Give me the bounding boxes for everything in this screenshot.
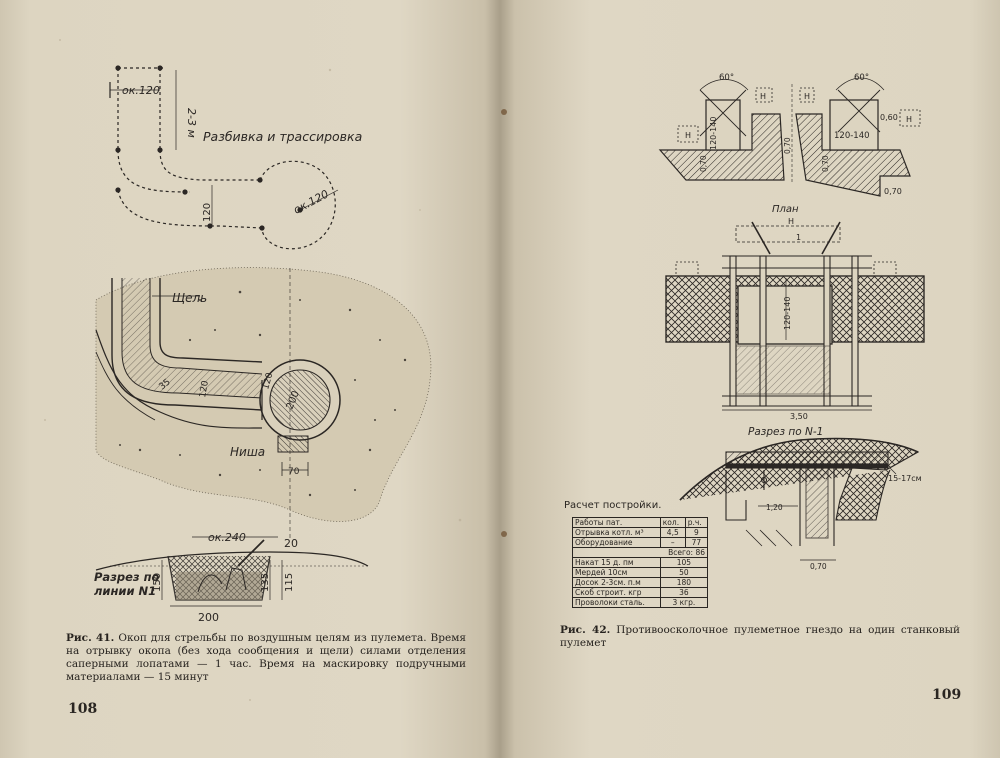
- calc-cell: Мердей 10см: [572, 567, 661, 578]
- caption-fig41: Рис. 41. Окоп для стрельбы по воздушным …: [66, 632, 466, 684]
- calc-cell: 180: [659, 577, 709, 588]
- label-slot: Щель: [172, 291, 207, 305]
- dim-150: 150: [152, 573, 163, 592]
- plan-mark-1: 1: [796, 233, 801, 242]
- calc-row: Отрывка котл. м³ 4,5 9: [572, 527, 709, 538]
- dim-round: ок.120: [291, 187, 331, 216]
- calc-cell: 77: [684, 537, 709, 548]
- dim-mid: 120: [202, 203, 213, 222]
- angle-right: 60°: [854, 73, 869, 83]
- fig-trench-plan: [95, 267, 432, 540]
- dim-left-width: 120-140: [709, 117, 718, 150]
- section-title: Разрез по N-1: [748, 426, 823, 438]
- caption-fig42-text: Противоосколочное пулеметное гнездо на о…: [560, 624, 960, 649]
- calc-cell: 105: [659, 557, 709, 568]
- calc-header-row: Работы пат. кол. р.ч.: [572, 517, 709, 528]
- dim-115: 115: [284, 573, 295, 592]
- calc-cell: Накат 15 д. пм: [572, 557, 661, 568]
- right-page: 60° 60° 120-140 120-140 0,70 0,70 0,70 0…: [500, 0, 1000, 758]
- dim-right-width: 120-140: [834, 131, 870, 141]
- ground-stipple: [119, 290, 407, 497]
- calc-row: Оборудование – 77: [572, 537, 709, 548]
- calc-total: Всего: 86: [572, 547, 708, 558]
- angle-left: 60°: [719, 73, 734, 83]
- dim-070-bottom: 0,70: [884, 187, 902, 196]
- label-niche: Ниша: [230, 445, 265, 459]
- plan-h-top: Н: [788, 217, 794, 226]
- section-dim-070: 0,70: [810, 562, 827, 571]
- fig-layout-tracing: [109, 65, 339, 250]
- section-label: Разрез по линии N1: [94, 570, 160, 598]
- construction-calc-table: Работы пат. кол. р.ч. Отрывка котл. м³ 4…: [572, 517, 709, 608]
- binding-stain-bottom: [501, 531, 507, 537]
- dim-70: 70: [288, 467, 300, 477]
- plan-dim-bottom: 3,50: [790, 412, 808, 421]
- fig-section-n1: [679, 437, 920, 561]
- page-number-right: 109: [932, 687, 962, 703]
- fig-section-n1: [95, 536, 370, 607]
- calc-cell: Досок 2-3см. п.м: [572, 577, 661, 588]
- calc-total-row: Всего: 86: [572, 547, 708, 558]
- fig1-title: Разбивка и трассировка: [203, 129, 362, 144]
- calc-material-row: Проволоки сталь. 3 кгр.: [572, 597, 709, 608]
- dim-070-right: 0,70: [821, 155, 830, 172]
- dim-120b: 120: [261, 371, 275, 390]
- caption-fig41-text: Окоп для стрельбы по воздушным целям из …: [66, 632, 466, 683]
- calc-material-row: Скоб строит. кгр 36: [572, 587, 709, 598]
- calc-cell: 3 кгр.: [659, 597, 709, 608]
- plan-dim-vertical: 120-140: [783, 297, 792, 330]
- calc-cell: 36: [659, 587, 709, 598]
- calc-cell: Скоб строит. кгр: [572, 587, 661, 598]
- calc-cell: 50: [659, 567, 709, 578]
- calc-cell: 9: [684, 527, 709, 538]
- dim-060: 0,60: [880, 113, 898, 122]
- paper-texture: [44, 39, 462, 701]
- section-dim-120: 1,20: [766, 503, 783, 512]
- calc-cell: –: [659, 537, 686, 548]
- dim-side: 2-3 м: [185, 108, 198, 138]
- calc-head-hours: р.ч.: [684, 517, 709, 528]
- fig-plan: [665, 221, 925, 411]
- caption-fig42-lead: Рис. 42.: [560, 624, 611, 636]
- dim-top: ок.120: [122, 84, 160, 97]
- h-mark-1: Н: [685, 131, 691, 140]
- h-mark-2: Н: [760, 92, 766, 101]
- left-drawings: ок.120 2-3 м Разбивка и трассировка 120 …: [44, 39, 462, 701]
- dim-200-section: 200: [198, 611, 219, 624]
- calc-head-work: Работы пат.: [572, 517, 661, 528]
- dim-070-left: 0,70: [699, 155, 708, 172]
- plan-title: План: [772, 204, 799, 215]
- left-page: ок.120 2-3 м Разбивка и трассировка 120 …: [0, 0, 500, 758]
- dim-070-mid: 0,70: [783, 137, 792, 154]
- calc-material-row: Досок 2-3см. п.м 180: [572, 577, 709, 588]
- dim-240: ок.240: [208, 531, 246, 544]
- section-dim-thickness: 15-17см: [888, 474, 922, 483]
- fig-top-profile: [658, 77, 921, 197]
- calc-cell: Отрывка котл. м³: [572, 527, 661, 538]
- calc-material-row: Мердей 10см 50: [572, 567, 709, 578]
- h-mark-3: Н: [804, 92, 810, 101]
- dim-120a: 120: [198, 380, 211, 399]
- page-number-left: 108: [68, 701, 98, 717]
- dim-20: 20: [284, 537, 298, 550]
- calc-cell: Оборудование: [572, 537, 661, 548]
- binding-stain-top: [501, 109, 507, 115]
- calc-cell: Проволоки сталь.: [572, 597, 661, 608]
- h-mark-4: Н: [906, 115, 912, 124]
- caption-fig42: Рис. 42. Противоосколочное пулеметное гн…: [560, 624, 960, 650]
- calc-title: Расчет постройки.: [564, 500, 662, 511]
- right-drawings: 60° 60° 120-140 120-140 0,70 0,70 0,70 0…: [501, 73, 925, 571]
- section-label-wrap: Разрез по линии N1: [94, 570, 160, 598]
- dim-135: 135: [260, 573, 271, 592]
- calc-grid: Работы пат. кол. р.ч. Отрывка котл. м³ 4…: [572, 517, 709, 608]
- calc-head-qty: кол.: [659, 517, 686, 528]
- calc-material-row: Накат 15 д. пм 105: [572, 557, 709, 568]
- caption-fig41-lead: Рис. 41.: [66, 632, 115, 644]
- calc-cell: 4,5: [659, 527, 686, 538]
